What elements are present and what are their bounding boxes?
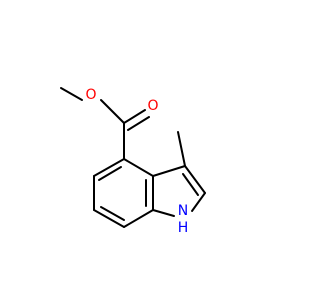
bond-c3-c2 <box>184 165 206 194</box>
ester-group <box>60 87 150 160</box>
bond-c3a-c4 <box>123 158 154 177</box>
bond-c6-c7-inner <box>100 206 125 221</box>
bond-c3-methyl <box>177 131 186 167</box>
bond-c2-n1 <box>191 192 206 212</box>
bond-c7-c7a <box>123 209 154 228</box>
bond-c3a-c3 <box>152 165 186 177</box>
molecule-structure: O O N H <box>60 87 206 236</box>
bond-n1-c7a <box>152 209 175 217</box>
ether-oxygen-label: O <box>85 87 96 103</box>
carbonyl-oxygen-label: O <box>147 98 158 114</box>
bond-c4-c5 <box>93 158 125 177</box>
pyrrole-ring <box>152 131 206 217</box>
bond-carbonyl-double-2 <box>127 116 150 131</box>
benzene-ring <box>93 158 154 228</box>
bond-c6-c7 <box>93 209 125 228</box>
bond-carbonyl-double-1 <box>123 109 146 124</box>
indole-hydrogen-label: H <box>178 220 189 236</box>
bond-c3-c2-inner <box>182 173 199 196</box>
atom-labels: O O N H <box>85 87 188 236</box>
indole-nitrogen-label: N <box>178 203 188 219</box>
bond-ester-methyl <box>60 87 83 101</box>
bond-ether-o-to-carbonyl-c <box>100 99 125 124</box>
bond-c4-c5-inner <box>98 166 122 181</box>
